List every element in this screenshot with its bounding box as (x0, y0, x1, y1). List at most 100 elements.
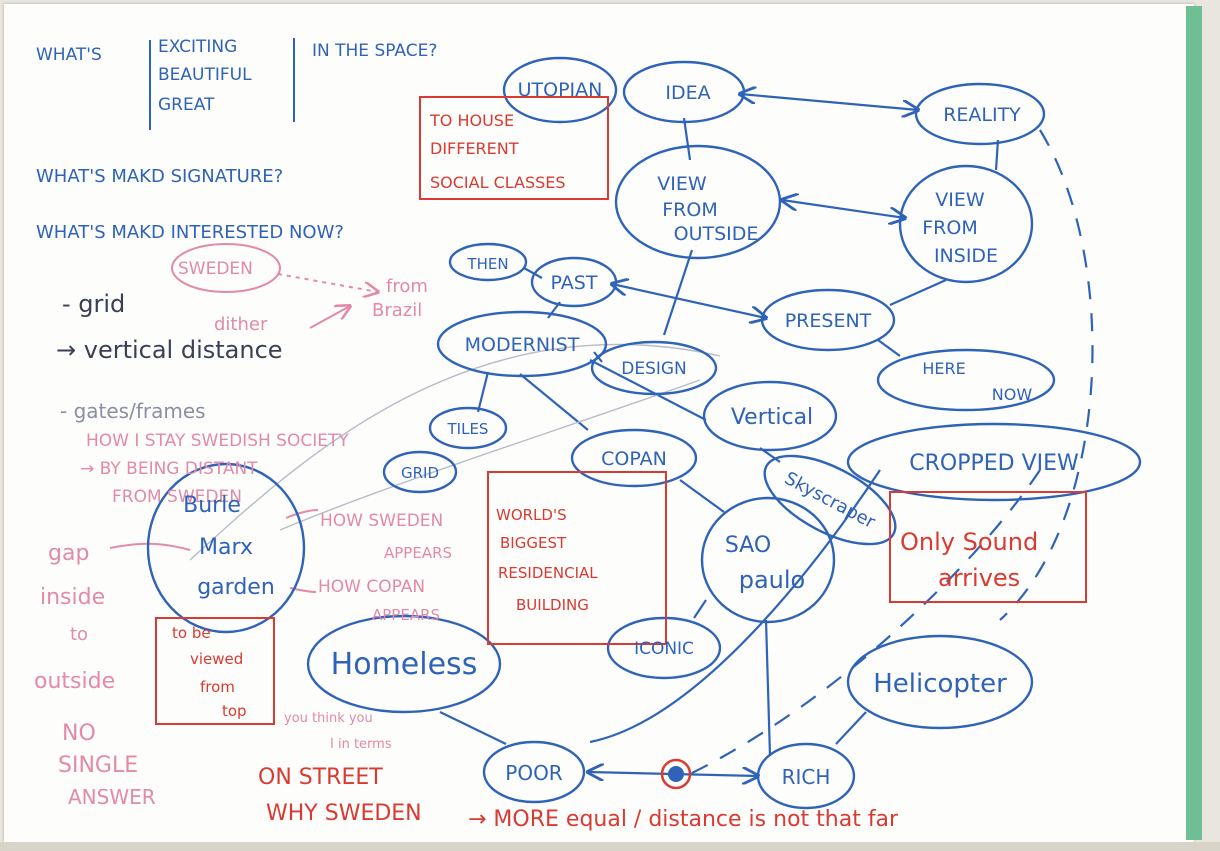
house-3: SOCIAL CLASSES (430, 173, 566, 192)
edge-then-past (523, 267, 543, 279)
view-outside-1: VIEW (657, 173, 707, 195)
no-single-3: ANSWER (68, 785, 156, 809)
how-copan-2: APPEARS (372, 606, 440, 624)
design-bubble (590, 340, 718, 396)
node-shapes (146, 56, 1142, 810)
burle-label: Burle (183, 493, 241, 518)
view-outside-3: OUTSIDE (674, 223, 759, 245)
biggest-box (487, 471, 667, 645)
homeless-bubble (306, 614, 502, 714)
edge-inside-present (889, 278, 947, 307)
how-sweden-2: APPEARS (384, 544, 452, 562)
view-inside-2: FROM (922, 217, 977, 239)
left-list: - grid → vertical distance - gates/frame… (56, 290, 283, 423)
skyscraper-label: Skyscraper (781, 468, 879, 534)
helicopter-label: Helicopter (873, 669, 1007, 699)
cropped-view-label: CROPPED VIEW (909, 451, 1079, 476)
modernist-label: MODERNIST (465, 334, 580, 356)
pink-connectors (109, 273, 378, 593)
from-text: from (386, 276, 428, 297)
marx-label: Marx (199, 535, 253, 560)
sweden-note-3: FROM SWEDEN (112, 487, 242, 507)
red-boxes (155, 96, 1087, 725)
now-label: NOW (992, 385, 1033, 404)
burle-arrow-2 (289, 587, 317, 593)
why-sweden: WHY SWEDEN (266, 801, 422, 826)
sweden-note-2: → BY BEING DISTANT (80, 459, 258, 479)
poor-label: POOR (505, 761, 563, 785)
viewed-3: from (200, 678, 235, 696)
viewed-4: top (222, 702, 247, 720)
red-box-labels: TO HOUSE DIFFERENT SOCIAL CLASSES WORLD'… (172, 111, 1038, 720)
you-think-2: I in terms (330, 737, 392, 752)
biggest-1: WORLD'S (496, 506, 567, 524)
utopian-bubble (502, 56, 618, 124)
helicopter-bubble (846, 634, 1034, 730)
center-dot-outer (660, 758, 692, 790)
view-inside-3: INSIDE (934, 245, 998, 267)
edge-sao-rich (764, 619, 772, 757)
paulo-label: paulo (739, 566, 806, 594)
copan-bubble (570, 428, 698, 488)
then-label: THEN (466, 255, 508, 273)
q1-prefix: WHAT'S (36, 45, 102, 65)
here-label: HERE (922, 359, 965, 378)
node-labels: UTOPIAN IDEA REALITY VIEW FROM OUTSIDE V… (183, 79, 1079, 789)
sao-paulo-bubble (700, 496, 836, 624)
garden-label: garden (197, 575, 275, 600)
edge-cropped-rich-dashed (689, 469, 1041, 775)
here-now-bubble (876, 348, 1056, 412)
list-grid: - grid (62, 290, 125, 318)
center-dot-inner (668, 766, 684, 782)
sweden-note-1: HOW I STAY SWEDISH SOCIETY (86, 431, 349, 451)
edge-reality-viewinside (994, 139, 1000, 171)
edge-copan-saopaulo (679, 479, 725, 513)
edge-sao-iconic (693, 599, 707, 619)
gap-arrow (109, 542, 191, 551)
gap-3: to (70, 624, 88, 645)
reality-bubble (914, 82, 1046, 146)
utopian-label: UTOPIAN (518, 79, 603, 101)
gap-4: outside (34, 669, 115, 694)
cropped-view-bubble (846, 422, 1142, 502)
q1-word-2: BEAUTIFUL (158, 65, 252, 85)
q1-suffix: IN THE SPACE? (312, 41, 437, 61)
edge-modernist-copan (519, 373, 589, 431)
design-label: DESIGN (621, 359, 687, 379)
burle-arrow-1 (285, 509, 319, 519)
list-vertical: → vertical distance (56, 336, 283, 364)
burle-marx-bubble (146, 462, 306, 634)
how-sweden-1: HOW SWEDEN (320, 511, 443, 531)
present-label: PRESENT (785, 310, 872, 332)
only-sound-2: arrives (938, 564, 1020, 592)
how-copan-1: HOW COPAN (318, 577, 425, 597)
pencil-curve-1 (189, 343, 721, 561)
biggest-3: RESIDENCIAL (498, 564, 598, 582)
edge-past-present (612, 284, 766, 318)
viewed-2: viewed (190, 650, 243, 668)
edge-present-herenow (877, 339, 901, 357)
modernist-bubble (436, 310, 608, 378)
vertical-label: Vertical (731, 405, 813, 430)
iconic-label: ICONIC (634, 639, 694, 659)
skyscraper-bubble (763, 454, 897, 546)
brazil-text: Brazil (372, 300, 422, 321)
left-notes: WHAT'S EXCITING BEAUTIFUL GREAT IN THE S… (36, 37, 437, 243)
connectors (439, 94, 1094, 776)
edge-idea-viewoutside (682, 117, 692, 161)
bottom-notes: ON STREET WHY SWEDEN → MORE equal / dist… (258, 765, 899, 832)
reality-label: REALITY (943, 104, 1021, 126)
then-bubble (448, 242, 528, 282)
dither-text: dither (214, 314, 268, 335)
to-be-viewed-box (155, 617, 275, 725)
edge-poor-present-curve (589, 469, 881, 744)
house-2: DIFFERENT (430, 139, 519, 158)
notebook-spine (1186, 6, 1202, 840)
past-label: PAST (551, 272, 598, 294)
dither-arrow (309, 306, 350, 329)
biggest-4: BUILDING (516, 596, 589, 614)
no-single-2: SINGLE (58, 753, 138, 778)
rich-label: RICH (782, 765, 831, 789)
sweden-text: SWEDEN (178, 259, 253, 279)
iconic-bubble (606, 616, 722, 680)
